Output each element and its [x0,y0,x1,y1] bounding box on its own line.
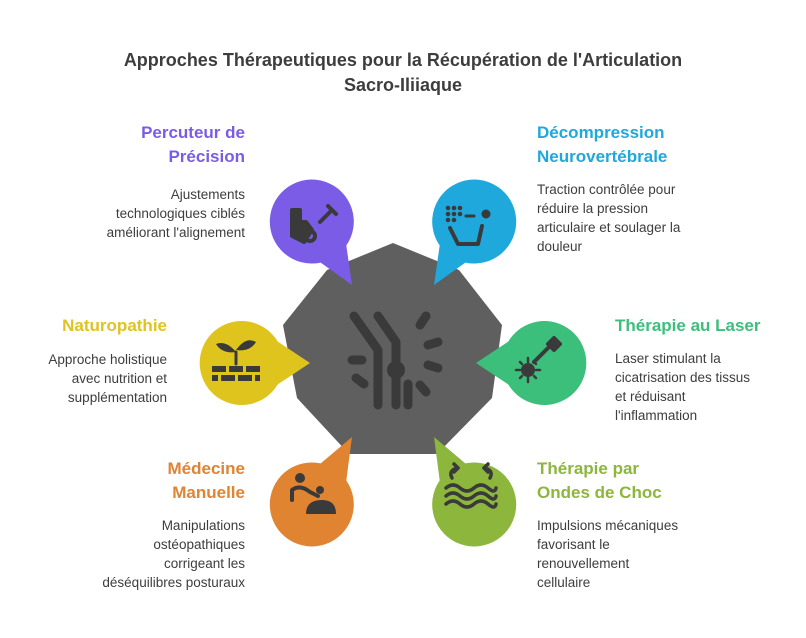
ondes-bubble [432,437,517,547]
desc-medecine-line-3: corrigeant les [163,556,245,571]
desc-ondes-line-1: Impulsions mécaniques [537,518,679,533]
desc-ondes: Impulsions mécaniques favorisant le reno… [537,516,678,592]
label-naturo: Naturopathie [62,314,167,338]
label-percuteur-line-2: Précision [168,147,245,166]
desc-decompression: Traction contrôlée pour réduire la press… [537,180,680,256]
desc-percuteur: Ajustements technologiques ciblés amélio… [107,185,245,242]
desc-decompression-line-1: Traction contrôlée pour [537,182,676,197]
label-medecine: Médecine Manuelle [168,457,245,505]
decompression-bubble [432,179,517,285]
desc-naturo-line-2: avec nutrition et [71,371,167,386]
desc-laser-line-2: cicatrisation des tissus [615,370,751,385]
desc-laser-line-4: l'inflammation [615,408,698,423]
diagram-title: Approches Thérapeutiques pour la Récupér… [0,48,806,98]
desc-laser-line-3: et réduisant [615,389,686,404]
label-percuteur: Percuteur de Précision [141,121,245,169]
label-laser: Thérapie au Laser [615,314,761,338]
desc-naturo-line-1: Approche holistique [48,352,167,367]
desc-medecine-line-1: Manipulations [161,518,245,533]
desc-ondes-line-2: favorisant le [537,537,610,552]
desc-decompression-line-4: douleur [537,239,583,254]
shockwave-icon [444,462,498,509]
title-line-2: Sacro-Iliiaque [343,75,463,95]
label-decompression: Décompression Neurovertébrale [537,121,667,169]
label-laser-line-1: Thérapie au Laser [615,316,761,335]
label-ondes-line-2: Ondes de Choc [537,483,662,502]
desc-decompression-line-2: réduire la pression [537,201,649,216]
label-percuteur-line-1: Percuteur de [141,123,245,142]
percussion-tool-icon [290,204,338,244]
label-medecine-line-1: Médecine [167,459,245,478]
desc-percuteur-line-3: améliorant l'alignement [106,225,245,240]
desc-naturo-line-3: supplémentation [67,390,167,405]
label-naturo-line-1: Naturopathie [62,316,167,335]
desc-ondes-line-4: cellulaire [537,575,591,590]
label-ondes: Thérapie par Ondes de Choc [537,457,662,505]
desc-laser: Laser stimulant la cicatrisation des tis… [615,349,750,425]
desc-ondes-line-3: renouvellement [537,556,630,571]
desc-naturo: Approche holistique avec nutrition et su… [48,350,167,407]
desc-medecine-line-2: ostéopathiques [153,537,245,552]
joint-icon [347,311,443,410]
desc-medecine-line-4: déséquilibres posturaux [102,575,245,590]
decompression-chair-icon [445,205,491,246]
title-line-1: Approches Thérapeutiques pour la Récupér… [123,50,683,70]
label-decompression-line-2: Neurovertébrale [537,147,668,166]
desc-laser-line-1: Laser stimulant la [615,351,721,366]
manual-therapy-icon [290,473,336,514]
desc-medecine: Manipulations ostéopathiques corrigeant … [102,516,245,592]
label-decompression-line-1: Décompression [537,123,665,142]
naturo-bubble [199,321,310,405]
laser-icon [514,336,562,384]
label-ondes-line-1: Thérapie par [537,459,640,478]
desc-percuteur-line-1: Ajustements [170,187,245,202]
plant-sprout-icon [212,340,260,381]
desc-decompression-line-3: articulaire et soulager la [537,220,681,235]
desc-percuteur-line-2: technologiques ciblés [115,206,245,221]
label-medecine-line-2: Manuelle [172,483,245,502]
